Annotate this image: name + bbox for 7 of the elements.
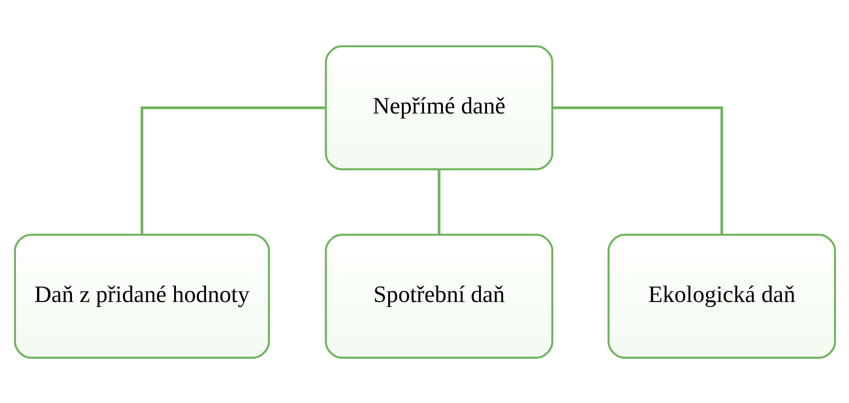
node-box: Daň z přidané hodnoty [14, 233, 270, 358]
node-box: Ekologická daň [607, 233, 836, 358]
node-box: Nepřímé daně [324, 44, 553, 170]
connector [437, 168, 440, 234]
connector [140, 106, 325, 234]
node-box: Spotřební daň [324, 233, 553, 358]
connector [552, 106, 723, 234]
